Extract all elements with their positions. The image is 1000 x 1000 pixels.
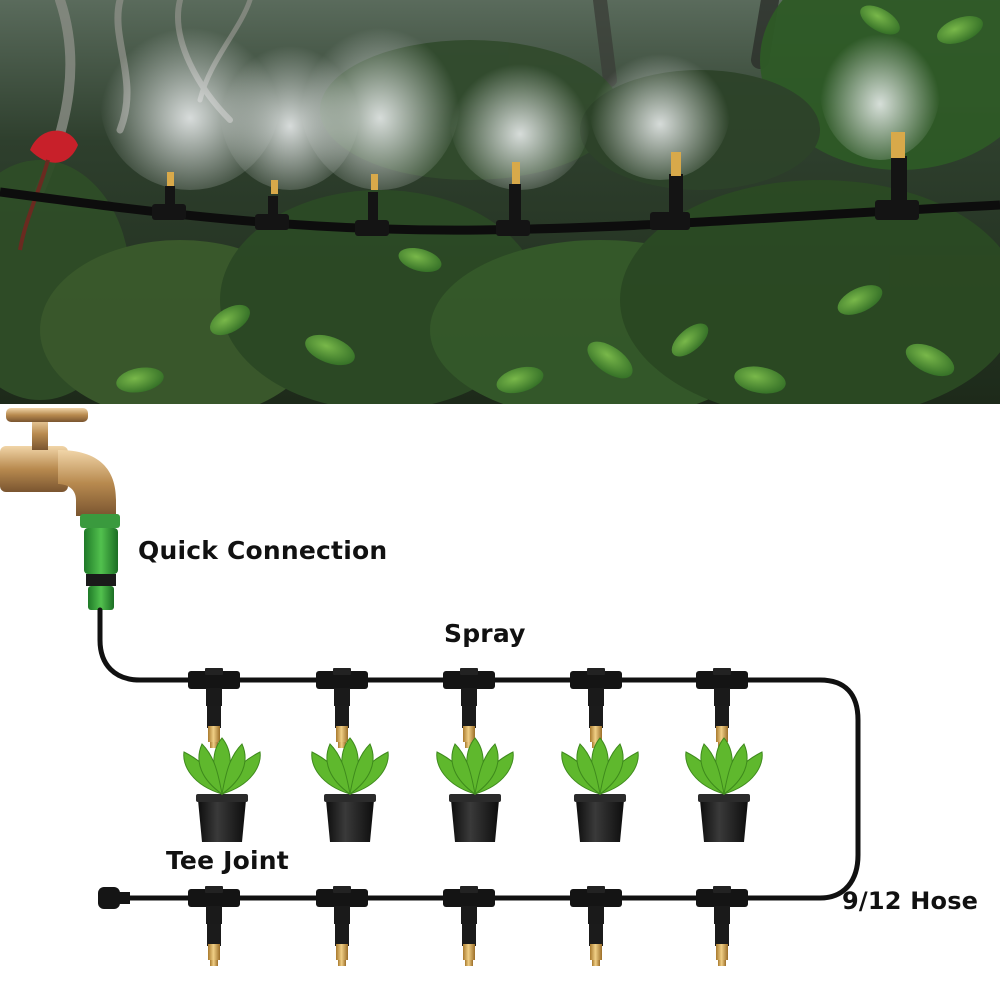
quick-connection-label: Quick Connection [138,536,388,565]
hose-label: 9/12 Hose [842,887,979,915]
spray-label: Spray [444,619,526,648]
potted-plants [183,737,763,843]
tee-joint-label: Tee Joint [166,846,289,875]
foreground-leaves [116,5,983,394]
main-hose [97,607,861,901]
photo-nozzles [152,132,919,236]
red-flower [18,130,78,251]
faucet-icon [0,408,116,516]
photo-hose [0,187,1000,235]
garden-misting-photo [0,0,1000,404]
mist-plumes [100,10,940,190]
irrigation-kit-diagram [0,408,861,966]
green-quick-connector-icon [80,514,120,610]
end-plug-icon [98,887,130,909]
